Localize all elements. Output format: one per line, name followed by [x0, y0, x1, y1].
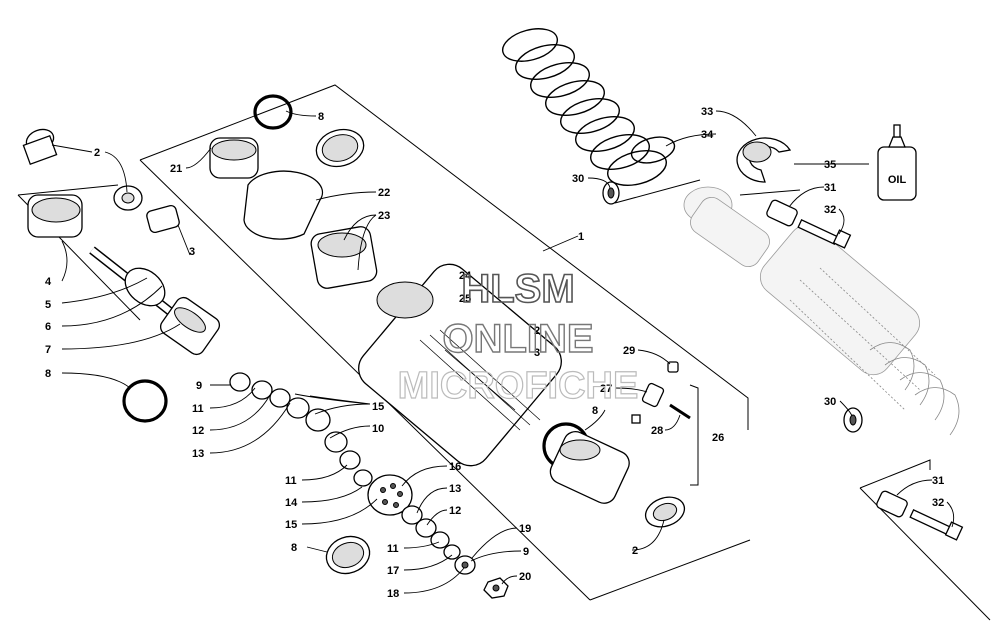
callout-12: 12 [192, 425, 204, 437]
callout-17: 17 [387, 565, 399, 577]
callout-8: 8 [318, 111, 324, 123]
callout-3: 3 [189, 246, 195, 258]
callout-3: 3 [534, 347, 540, 359]
callout-15: 15 [372, 401, 384, 413]
watermark-line-3: MICROFICHE [398, 365, 639, 407]
coil-spring [501, 28, 676, 186]
bolt-top [797, 219, 852, 249]
callout-11: 11 [285, 475, 297, 487]
callout-2: 2 [94, 147, 100, 159]
piston-band-22 [243, 170, 324, 240]
callout-8: 8 [592, 405, 598, 417]
callout-2: 2 [632, 545, 638, 557]
o-ring-8-top [253, 94, 293, 130]
callout-4: 4 [45, 276, 52, 288]
callout-15: 15 [285, 519, 297, 531]
shim-stack-upper [229, 372, 373, 487]
callout-10: 10 [372, 423, 384, 435]
callout-21: 21 [170, 163, 182, 175]
callout-30: 30 [572, 173, 584, 185]
callout-5: 5 [45, 299, 51, 311]
spacer-2 [113, 185, 143, 211]
assembled-shock-ghost [683, 186, 960, 436]
valve-ball [631, 414, 641, 424]
bushing-lower [843, 407, 863, 433]
seal-head-7 [159, 296, 221, 356]
callout-2: 2 [534, 325, 540, 337]
callout-12: 12 [449, 505, 461, 517]
callout-30: 30 [824, 396, 836, 408]
band-8-lower [325, 535, 371, 575]
oil-bottle-label: OIL [888, 174, 907, 186]
watermark: HLSM ONLINE MICROFICHE [397, 266, 639, 407]
adjuster-ring-23 [310, 226, 378, 289]
callout-31: 31 [824, 182, 836, 194]
spring-retainer-clip [736, 137, 792, 183]
callout-29: 29 [623, 345, 635, 357]
callout-13: 13 [449, 483, 461, 495]
callout-labels: 2 3 4 5 6 7 8 9 11 12 13 15 10 11 14 15 … [45, 106, 944, 600]
shim-stack-lower [401, 505, 476, 575]
callout-26: 26 [712, 432, 724, 444]
callout-11: 11 [387, 543, 399, 555]
callout-23: 23 [378, 210, 390, 222]
callout-14: 14 [285, 497, 298, 509]
callout-6: 6 [45, 321, 51, 333]
callout-7: 7 [45, 344, 51, 356]
callout-25: 25 [459, 293, 471, 305]
callout-22: 22 [378, 187, 390, 199]
callout-20: 20 [519, 571, 531, 583]
reservoir-cap-4 [27, 194, 83, 238]
callout-32: 32 [824, 204, 836, 216]
leader-lines [51, 110, 955, 594]
callout-34: 34 [701, 129, 714, 141]
callout-28: 28 [651, 425, 663, 437]
valve-spring-28 [669, 403, 691, 420]
watermark-line-2: ONLINE [442, 317, 593, 361]
callout-35: 35 [824, 159, 836, 171]
callout-27: 27 [600, 383, 612, 395]
bearing-cap-2 [22, 128, 58, 166]
piston-16 [367, 474, 413, 516]
callout-9: 9 [196, 380, 202, 392]
callout-11: 11 [192, 403, 204, 415]
callout-18: 18 [387, 588, 399, 600]
callout-19: 19 [519, 523, 531, 535]
callout-31: 31 [932, 475, 944, 487]
spacer-3 [146, 204, 180, 234]
body-cap-lower [549, 431, 630, 504]
callout-8: 8 [45, 368, 51, 380]
oil-bottle: OIL [877, 124, 917, 201]
sleeve-top [766, 199, 798, 227]
reservoir-cap-21 [209, 137, 259, 179]
callout-24: 24 [459, 270, 472, 282]
callout-16: 16 [449, 461, 461, 473]
bearing-cap-2-lower [644, 496, 686, 528]
callout-9: 9 [523, 546, 529, 558]
sleeve-lower [876, 490, 908, 518]
bolt-lower [909, 509, 964, 541]
bushing-top [602, 181, 620, 205]
shock-body-1 [358, 263, 562, 467]
valve-body-27 [641, 382, 665, 408]
piston-nut-20 [483, 577, 509, 599]
callout-1: 1 [578, 231, 584, 243]
callout-13: 13 [192, 448, 204, 460]
o-ring-8-left [122, 379, 168, 423]
watermark-line-1: HLSM [461, 267, 574, 311]
valve-screw-29 [667, 361, 679, 373]
callout-33: 33 [701, 106, 713, 118]
band-8-top [315, 128, 365, 168]
callout-32: 32 [932, 497, 944, 509]
callout-8: 8 [291, 542, 297, 554]
